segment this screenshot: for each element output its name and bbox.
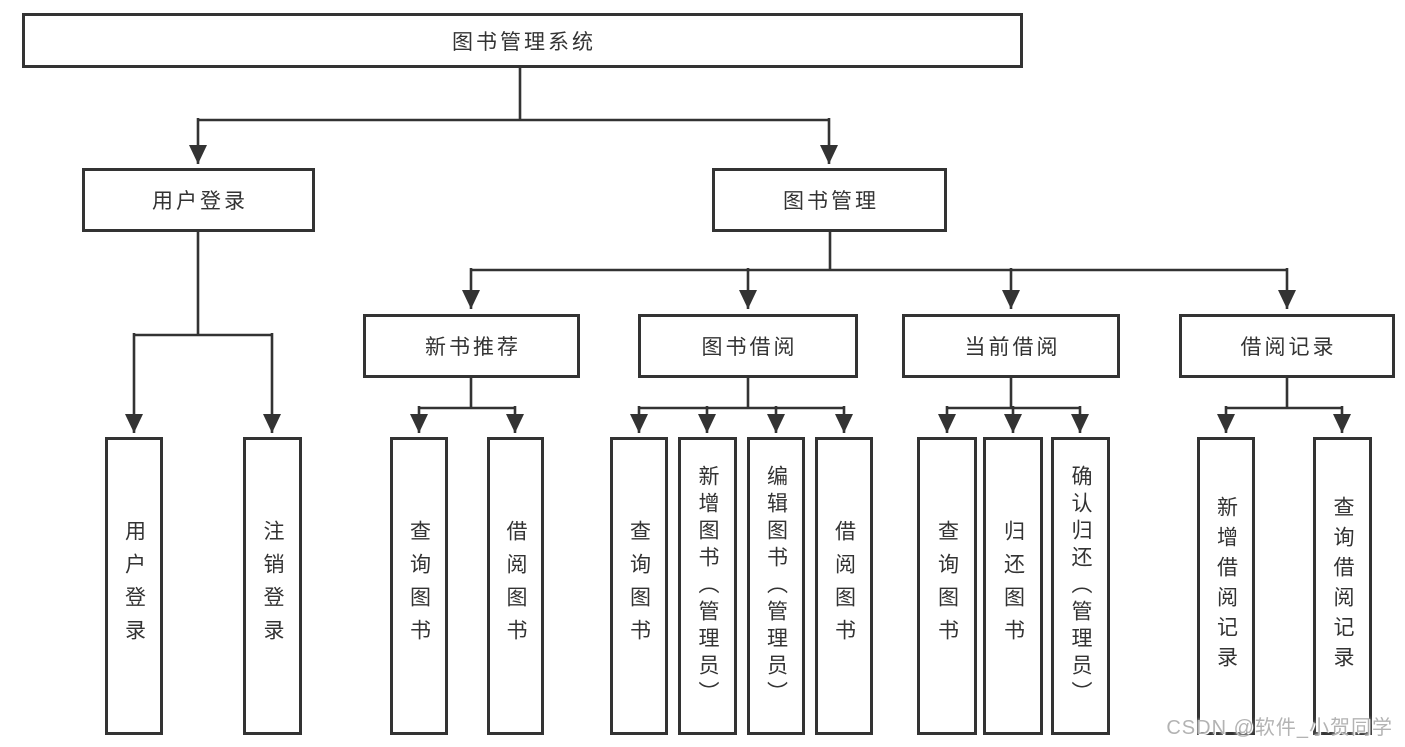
node-label: 用户登录: [152, 190, 248, 213]
node-user-login: 用户登录: [82, 168, 315, 232]
leaf-borrow-books: 借阅图书: [815, 437, 873, 735]
leaf-label: 查询借阅记录: [1331, 496, 1354, 676]
leaf-edit-book-admin: 编辑图书（管理员）: [747, 437, 805, 735]
leaf-label: 新增图书（管理员）: [696, 464, 719, 708]
leaf-label: 新增借阅记录: [1214, 496, 1238, 676]
node-label: 新书推荐: [425, 336, 521, 359]
node-label: 图书管理: [783, 190, 879, 213]
leaf-query-books-current: 查询图书: [917, 437, 977, 735]
node-label: 借阅记录: [1240, 336, 1337, 359]
leaf-label: 借阅图书: [832, 520, 856, 652]
leaf-label: 查询图书: [407, 520, 431, 652]
leaf-borrow-books-recommend: 借阅图书: [487, 437, 544, 735]
leaf-label: 归还图书: [1001, 520, 1025, 652]
node-library-management-system: 图书管理系统: [22, 13, 1023, 68]
leaf-logout: 注销登录: [243, 437, 302, 735]
node-book-borrowing: 图书借阅: [638, 314, 858, 378]
leaf-label: 借阅图书: [504, 520, 527, 652]
csdn-watermark: CSDN @软件_小贺同学: [1166, 717, 1393, 739]
node-new-book-recommendation: 新书推荐: [363, 314, 580, 378]
leaf-label: 确认归还（管理员）: [1069, 464, 1092, 708]
leaf-label: 注销登录: [261, 520, 284, 652]
node-book-management: 图书管理: [712, 168, 947, 232]
leaf-confirm-return-admin: 确认归还（管理员）: [1051, 437, 1110, 735]
leaf-label: 查询图书: [935, 520, 959, 652]
leaf-label: 用户登录: [122, 520, 146, 652]
leaf-query-books-recommend: 查询图书: [390, 437, 448, 735]
node-label: 图书管理系统: [452, 30, 596, 54]
node-label: 当前借阅: [964, 336, 1061, 359]
node-label: 图书借阅: [701, 336, 798, 359]
leaf-add-book-admin: 新增图书（管理员）: [678, 437, 737, 735]
leaf-query-borrow-record: 查询借阅记录: [1313, 437, 1372, 735]
leaf-label: 查询图书: [627, 520, 651, 652]
node-borrowing-records: 借阅记录: [1179, 314, 1395, 378]
leaf-return-books: 归还图书: [983, 437, 1043, 735]
leaf-add-borrow-record: 新增借阅记录: [1197, 437, 1255, 735]
leaf-user-login: 用户登录: [105, 437, 163, 735]
leaf-query-books-borrowing: 查询图书: [610, 437, 668, 735]
leaf-label: 编辑图书（管理员）: [764, 464, 788, 708]
node-current-borrowing: 当前借阅: [902, 314, 1120, 378]
